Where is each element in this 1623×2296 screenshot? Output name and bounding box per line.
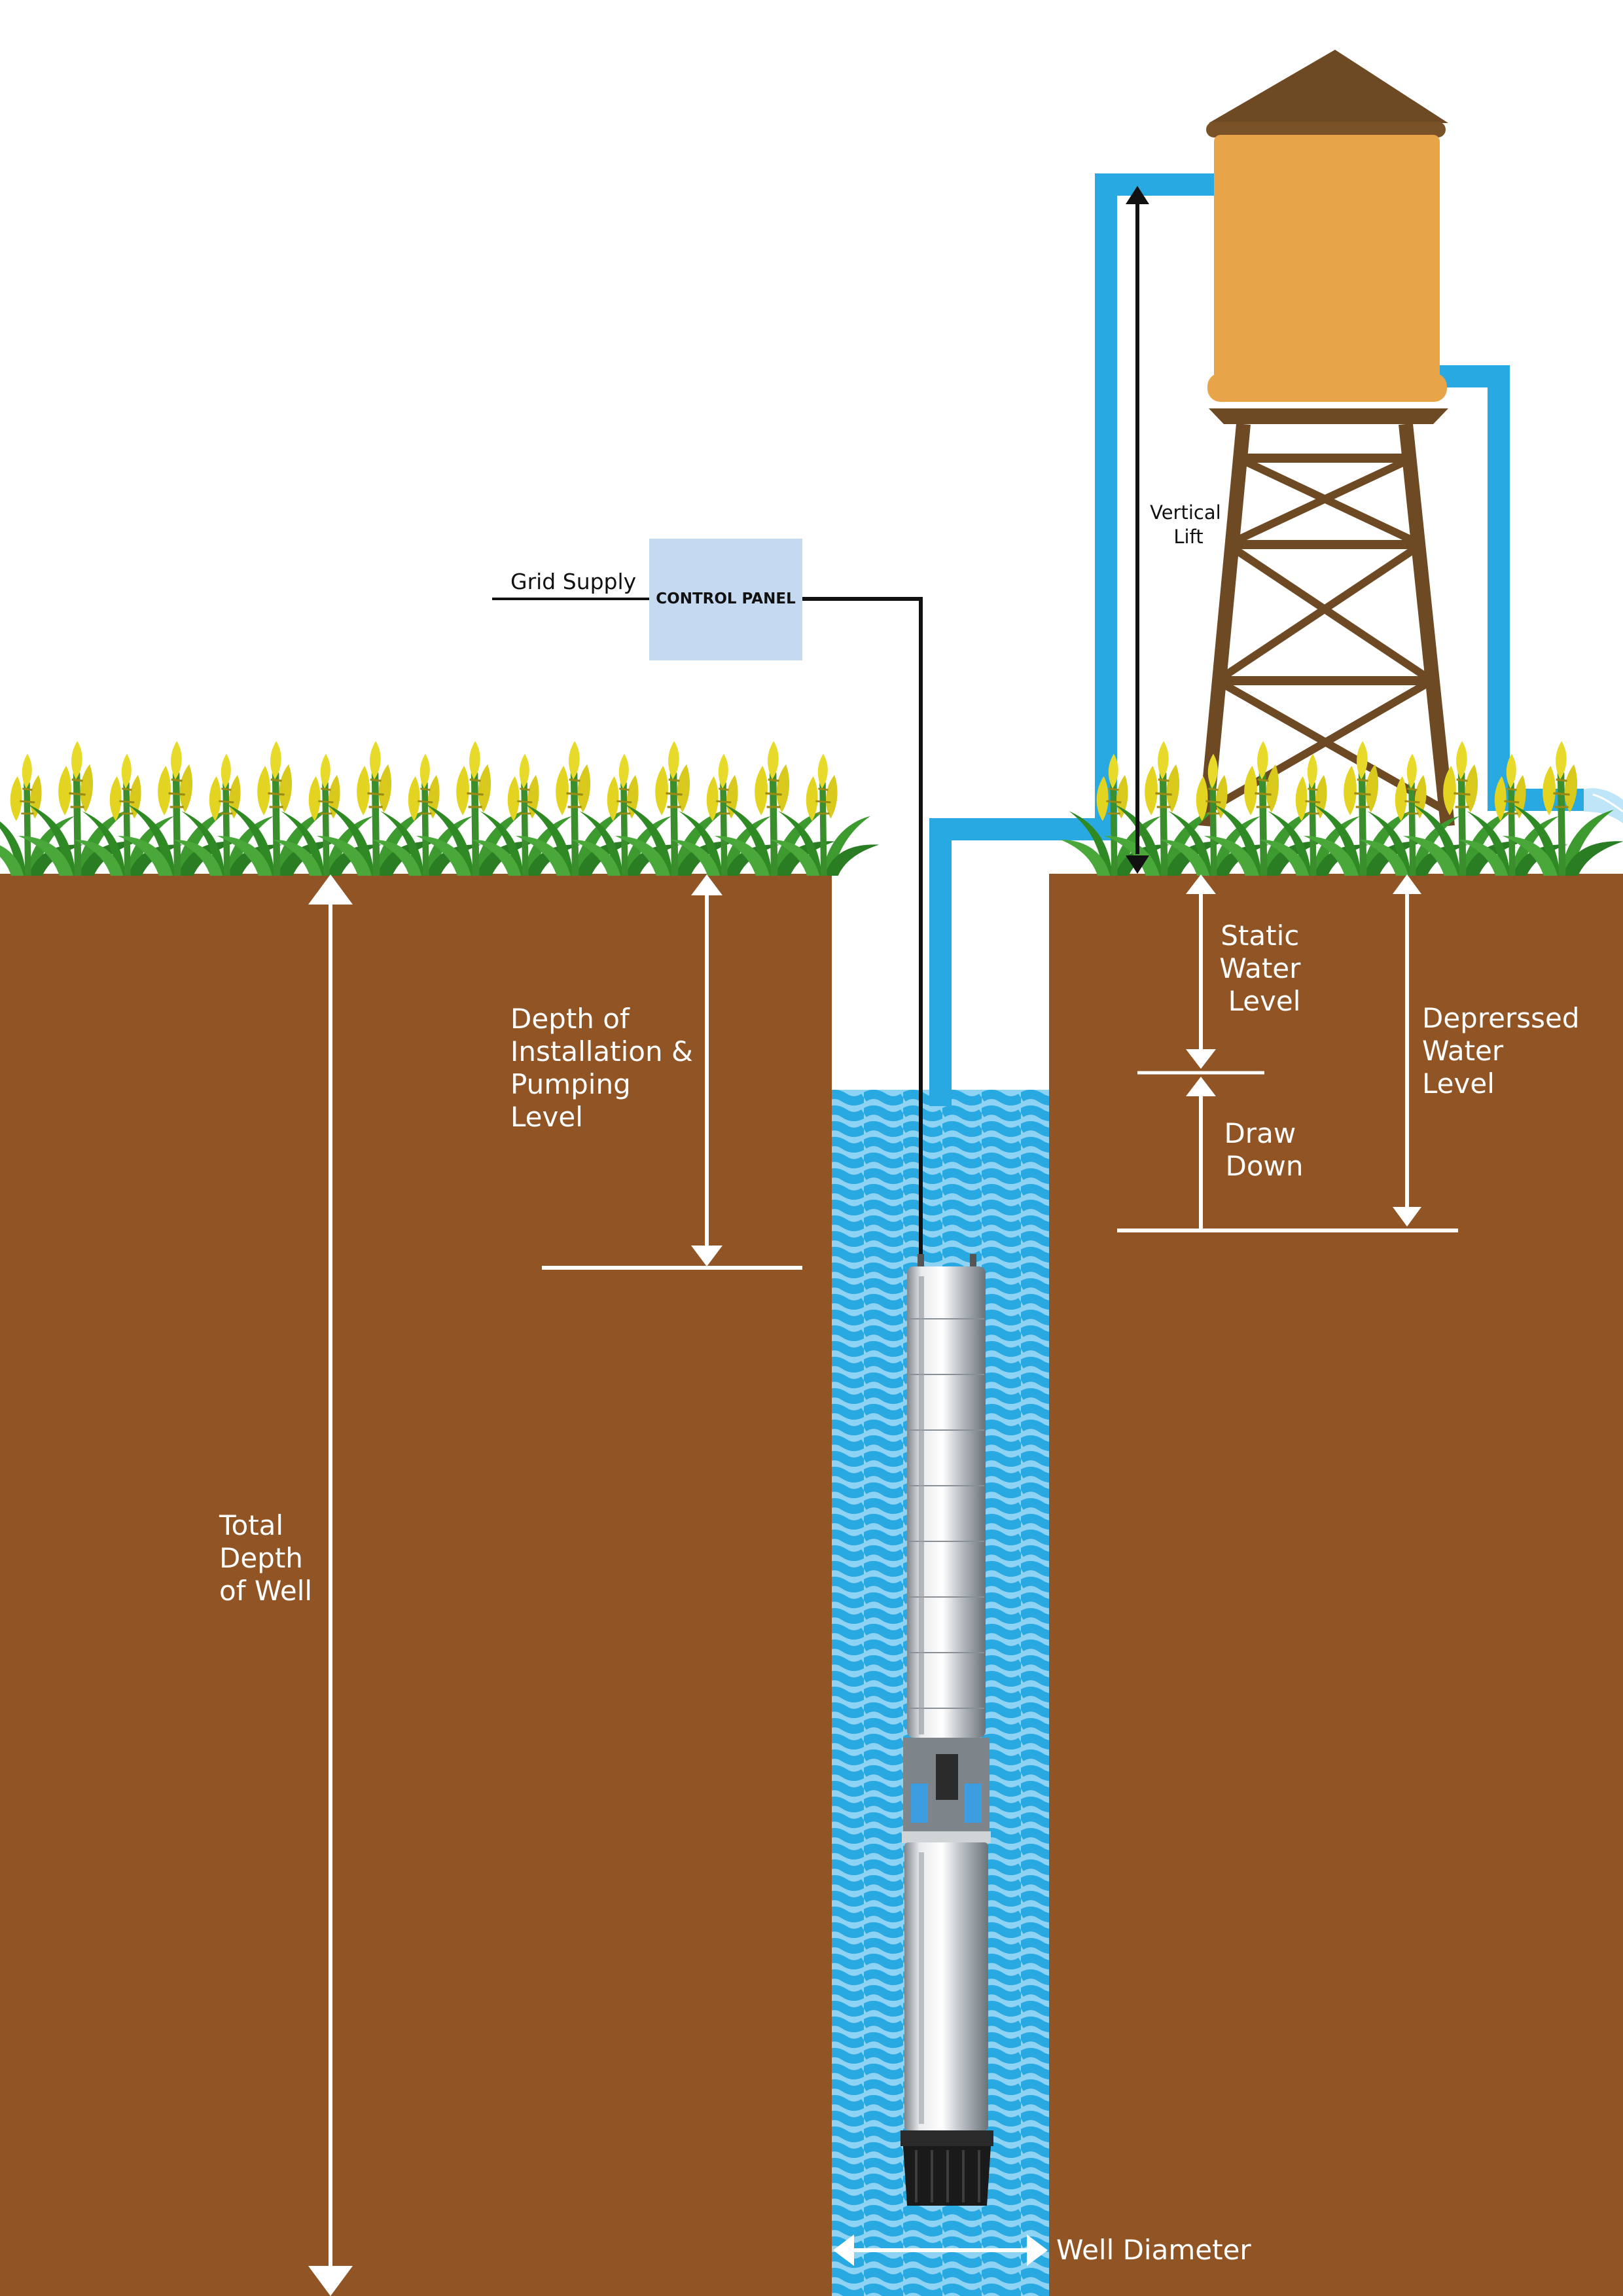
well-diameter-arrow bbox=[833, 2234, 1048, 2266]
installation-depth-label: Depth of Installation & Pumping Level bbox=[510, 1003, 702, 1133]
water-outflow bbox=[1584, 788, 1623, 823]
crops-left bbox=[0, 740, 880, 877]
submersible-pump-icon bbox=[901, 1254, 993, 2206]
draw-down-arrow bbox=[1186, 1077, 1216, 1230]
control-panel[interactable] bbox=[649, 539, 802, 660]
delivery-pipe bbox=[929, 173, 1217, 1106]
total-depth-label: Total Depth of Well bbox=[219, 1509, 312, 1607]
well-diameter-label: Well Diameter bbox=[1056, 2234, 1251, 2266]
vertical-lift-arrow bbox=[1126, 186, 1149, 874]
soil-left bbox=[0, 874, 832, 2296]
installation-depth-arrow bbox=[542, 874, 802, 1270]
total-depth-arrow bbox=[308, 874, 353, 2296]
draw-down-label: Draw Down bbox=[1224, 1117, 1304, 1182]
vertical-lift-label: Vertical Lift bbox=[1150, 501, 1227, 548]
overflow-pipe bbox=[1440, 365, 1584, 811]
water-tower-icon bbox=[1198, 50, 1455, 827]
grid-supply-label: Grid Supply bbox=[510, 569, 636, 594]
static-water-level-label: Static Water Level bbox=[1219, 920, 1310, 1017]
depressed-level-arrow bbox=[1117, 874, 1458, 1232]
power-cable bbox=[802, 597, 923, 1266]
soil-right bbox=[1049, 874, 1623, 2296]
depressed-water-level-label: Deprerssed Water Level bbox=[1422, 1002, 1588, 1100]
control-panel-label: CONTROL PANEL bbox=[656, 590, 796, 607]
static-level-arrow bbox=[1137, 874, 1264, 1075]
